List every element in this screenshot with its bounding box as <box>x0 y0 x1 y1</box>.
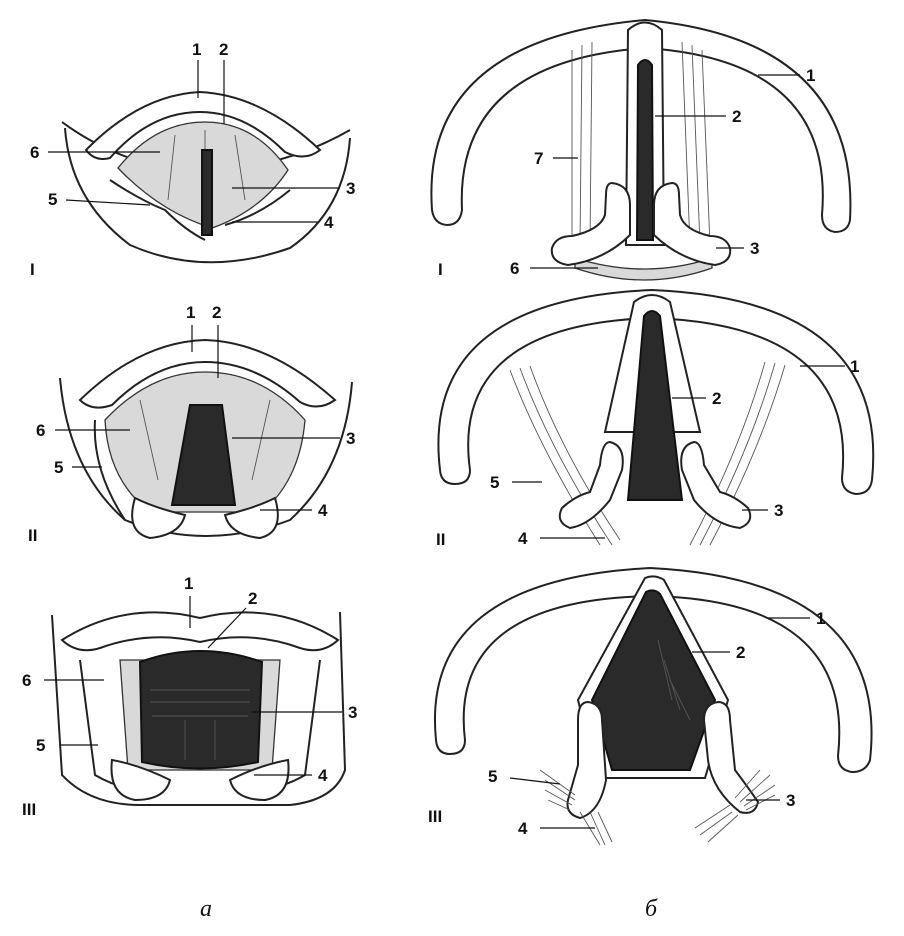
b-1-roman: I <box>438 260 443 279</box>
a-2-label-1: 1 <box>186 303 195 322</box>
panel-a-caption: а <box>200 896 212 922</box>
panel-a: 1 2 6 3 5 4 I 1 2 6 3 5 4 <box>22 40 357 922</box>
a-3-label-2: 2 <box>248 589 257 608</box>
panel-b-row-1-drawing <box>431 20 850 280</box>
panel-b: 1 2 7 3 6 I 1 2 5 3 4 II <box>428 20 873 922</box>
panel-b-row-2-drawing <box>438 290 873 545</box>
a-1-label-3: 3 <box>346 179 355 198</box>
panel-a-row-1-drawing <box>62 92 350 262</box>
a-3-label-5: 5 <box>36 736 45 755</box>
b-3-roman: III <box>428 807 442 826</box>
b-2-label-1: 1 <box>850 357 859 376</box>
panel-a-row-2-drawing <box>60 340 352 538</box>
panel-b-row-3-drawing <box>435 568 872 845</box>
a-2-label-4: 4 <box>318 501 328 520</box>
b-2-roman: II <box>436 530 445 549</box>
b-3-label-3: 3 <box>786 791 795 810</box>
a-1-label-6: 6 <box>30 143 39 162</box>
b-1-label-1: 1 <box>806 66 815 85</box>
b-2-label-4: 4 <box>518 529 528 548</box>
b-2-label-3: 3 <box>774 501 783 520</box>
b-3-label-5: 5 <box>488 767 497 786</box>
b-3-label-2: 2 <box>736 643 745 662</box>
b-3-label-4: 4 <box>518 819 528 838</box>
b-1-label-6: 6 <box>510 259 519 278</box>
a-1-label-2: 2 <box>219 40 228 59</box>
b-3-label-1: 1 <box>816 609 825 628</box>
a-1-label-4: 4 <box>324 213 334 232</box>
b-1-label-7: 7 <box>534 149 543 168</box>
a-2-label-5: 5 <box>54 458 63 477</box>
a-3-label-3: 3 <box>348 703 357 722</box>
b-2-label-2: 2 <box>712 389 721 408</box>
a-2-label-2: 2 <box>212 303 221 322</box>
b-1-label-2: 2 <box>732 107 741 126</box>
a-2-roman: II <box>28 526 37 545</box>
b-2-label-5: 5 <box>490 473 499 492</box>
a-1-roman: I <box>30 260 35 279</box>
panel-b-caption: б <box>645 896 658 922</box>
a-3-label-6: 6 <box>22 671 31 690</box>
a-2-label-3: 3 <box>346 429 355 448</box>
panel-a-row-3-drawing <box>52 612 345 805</box>
a-1-label-1: 1 <box>192 40 201 59</box>
a-3-label-4: 4 <box>318 766 328 785</box>
b-1-label-3: 3 <box>750 239 759 258</box>
a-3-label-1: 1 <box>184 574 193 593</box>
a-3-roman: III <box>22 800 36 819</box>
a-2-label-6: 6 <box>36 421 45 440</box>
a-1-label-5: 5 <box>48 190 57 209</box>
